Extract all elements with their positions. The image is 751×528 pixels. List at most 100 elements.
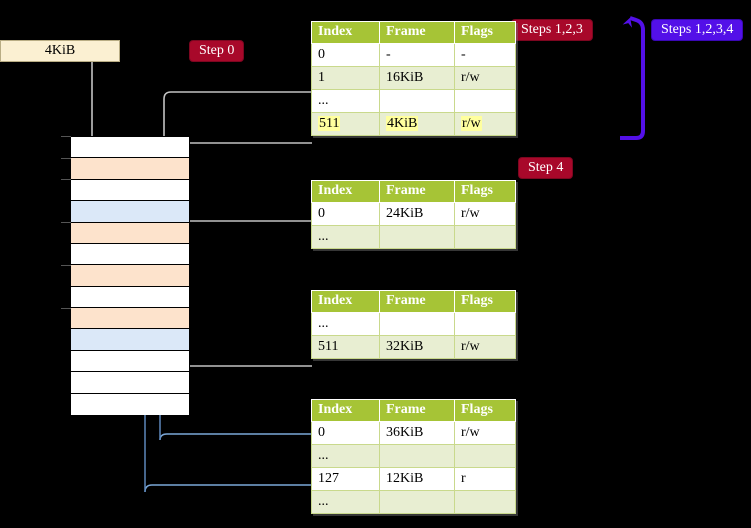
highlighted-value: 511 [318,115,341,131]
memory-row [71,201,189,223]
table-cell-index: 127 [311,467,380,491]
table-cell-flags: r/w [454,202,516,226]
table-cell-flags: - [454,43,516,67]
table-cell-index: ... [311,312,380,336]
table-row: ... [311,312,516,336]
memory-row [71,286,189,308]
badge-step-4: Step 4 [519,158,573,178]
memory-row [71,265,189,287]
memory-row [71,158,189,180]
column-header-index: Index [311,399,380,422]
highlighted-value: 4KiB [386,115,419,131]
table-cell-frame: 12KiB [379,467,455,491]
memory-tick [61,158,71,159]
table-cell-index: 0 [311,43,380,67]
table-cell-index: ... [311,89,380,113]
table-cell-frame: 16KiB [379,66,455,90]
table-cell-index: 511 [311,335,380,359]
table-header-row: Index Frame Flags [311,180,516,203]
memory-tick [61,179,71,180]
column-header-flags: Flags [454,399,516,422]
table-cell-flags [454,225,516,249]
table-cell-flags: r/w [454,421,516,445]
table-cell-flags [454,444,516,468]
table-cell-frame: 24KiB [379,202,455,226]
badge-steps-123: Steps 1,2,3 [512,20,592,40]
table-row: ... [311,444,516,468]
column-header-frame: Frame [379,21,455,44]
table-cell-frame [379,490,455,514]
arrow-steps-bracket [620,16,645,140]
memory-row [71,372,189,394]
table-row: ... [311,89,516,113]
table-row: ... [311,225,516,249]
table-cell-flags [454,89,516,113]
table-cell-index: ... [311,444,380,468]
table-cell-frame: 32KiB [379,335,455,359]
table-cell-flags [454,490,516,514]
memory-grid [70,136,190,415]
table-header-row: Index Frame Flags [311,399,516,422]
kib-box: 4KiB [0,40,120,62]
memory-row [71,350,189,373]
table-cell-frame [379,312,455,336]
table-row: 511 4KiB r/w [311,112,516,136]
memory-row [71,308,189,330]
table-cell-frame [379,444,455,468]
table-cell-flags: r/w [454,66,516,90]
column-header-frame: Frame [379,290,455,313]
memory-row [71,243,189,266]
memory-row [71,329,189,351]
memory-tick [61,136,71,137]
table-cell-index: 1 [311,66,380,90]
table-row: 0-- [311,43,516,67]
wire-table1-to-memory [175,220,312,269]
table-cell-index: 0 [311,202,380,226]
table-cell-flags: r [454,467,516,491]
column-header-flags: Flags [454,180,516,203]
memory-row [71,179,189,202]
table-cell-flags [454,312,516,336]
table-cell-index: 0 [311,421,380,445]
table-header-row: Index Frame Flags [311,290,516,313]
table-cell-frame [379,89,455,113]
table-cell-index: 511 [311,112,380,136]
table-cell-frame [379,225,455,249]
table-cell-index: ... [311,490,380,514]
memory-tick [61,222,71,223]
column-header-flags: Flags [454,290,516,313]
badge-step-0: Step 0 [190,41,244,61]
table-cell-frame: - [379,43,455,67]
table-header-row: Index Frame Flags [311,21,516,44]
memory-row [71,137,189,159]
kib-box-label: 4KiB [44,43,76,58]
table-cell-index: ... [311,225,380,249]
column-header-index: Index [311,21,380,44]
table-cell-frame: 4KiB [379,112,455,136]
wire-memory-to-table2 [170,312,312,367]
memory-row [71,222,189,244]
column-header-flags: Flags [454,21,516,44]
memory-tick [61,308,71,309]
badge-steps-1234: Steps 1,2,3,4 [652,20,743,40]
memory-row [71,393,189,415]
column-header-index: Index [311,290,380,313]
table-cell-flags: r/w [454,112,516,136]
column-header-frame: Frame [379,399,455,422]
column-header-frame: Frame [379,180,455,203]
table-cell-frame: 36KiB [379,421,455,445]
column-header-index: Index [311,180,380,203]
